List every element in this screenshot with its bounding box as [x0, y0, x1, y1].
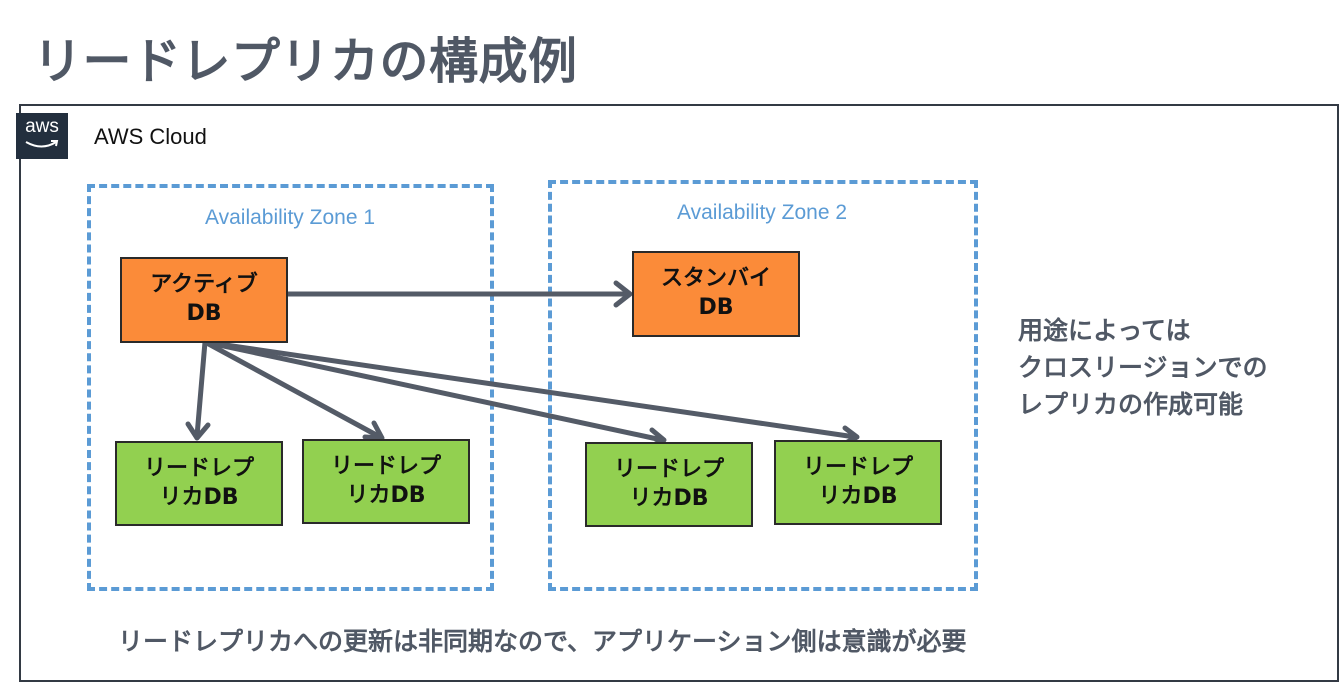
aws-cloud-label: AWS Cloud: [94, 124, 207, 149]
aws-smile-icon: [25, 140, 59, 148]
read-replica-label: リードレプ リカDB: [143, 455, 254, 510]
availability-zone-2: [548, 180, 978, 591]
read-replica-label: リードレプ リカDB: [613, 456, 724, 511]
aws-logo-icon: aws: [16, 113, 68, 159]
read-replica-box: リードレプ リカDB: [774, 440, 942, 525]
availability-zone-1: [87, 184, 494, 591]
replica-2-arrow-head: [362, 420, 385, 441]
active-db-label: アクティブ DB: [150, 272, 258, 326]
aws-cloud-container: [19, 104, 1339, 682]
availability-zone-1-label: Availability Zone 1: [204, 206, 376, 229]
replica-3-arrow-line: [202, 339, 665, 443]
async-update-footer: リードレプリカへの更新は非同期なので、アプリケーション側は意識が必要: [118, 627, 967, 656]
read-replica-box: リードレプ リカDB: [585, 442, 753, 527]
aws-logo-text: aws: [25, 116, 59, 137]
read-replica-box: リードレプ リカDB: [302, 439, 470, 524]
read-replica-label: リードレプ リカDB: [330, 453, 441, 508]
read-replica-label: リードレプ リカDB: [802, 454, 913, 509]
standby-db-label: スタンバイ DB: [660, 266, 771, 320]
replica-4-arrow-line: [202, 339, 858, 440]
replica-1-arrow-head: [185, 421, 211, 441]
standby-arrow-head: [613, 280, 633, 308]
standby-db-box: スタンバイ DB: [632, 251, 800, 337]
replica-1-arrow-line: [194, 339, 208, 439]
cross-region-note: 用途によっては クロスリージョンでの レプリカの作成可能: [1018, 316, 1268, 419]
replica-2-arrow-line: [202, 339, 383, 440]
read-replica-box: リードレプ リカDB: [115, 441, 283, 526]
page-title: リードレプリカの構成例: [33, 33, 578, 90]
availability-zone-2-label: Availability Zone 2: [676, 201, 848, 224]
active-db-box: アクティブ DB: [120, 257, 288, 343]
